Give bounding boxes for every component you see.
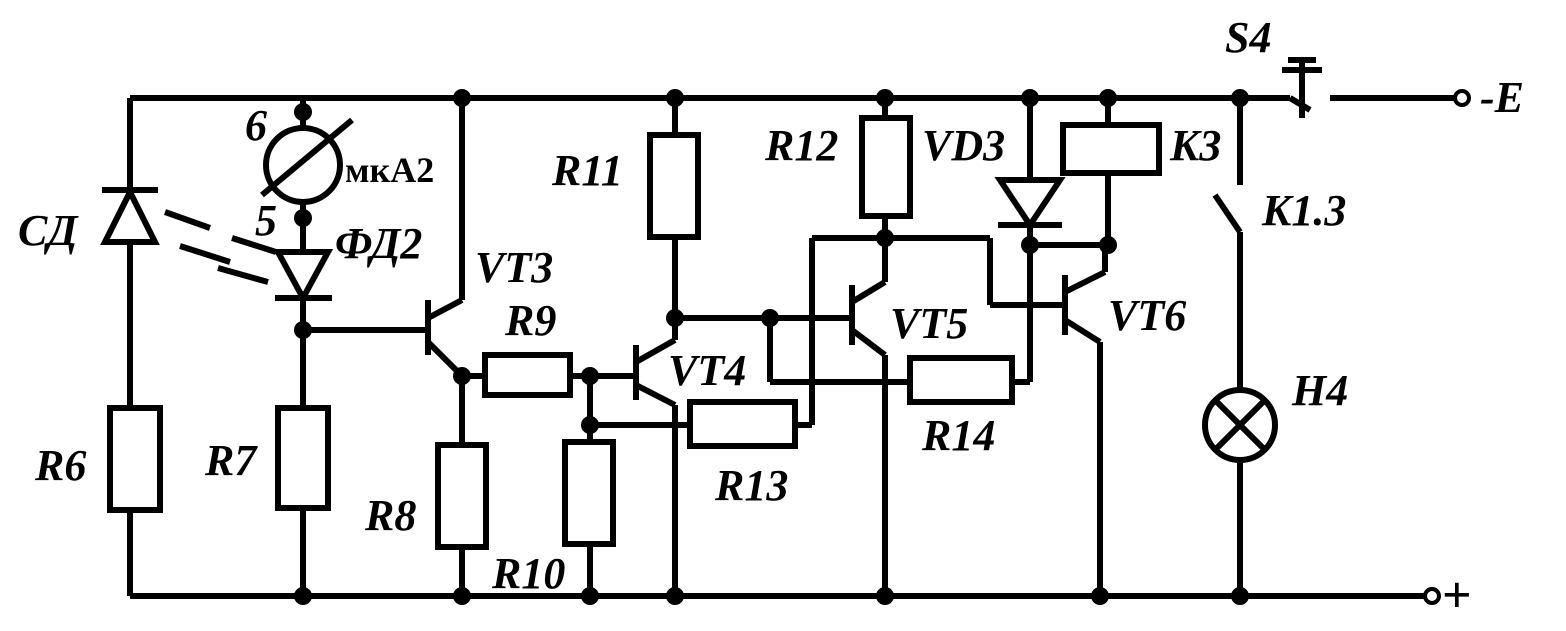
switch-s4 (1282, 57, 1455, 118)
photodiode-fd2 (217, 235, 334, 305)
label-sd: СД (18, 206, 79, 255)
label-k13: K1.3 (1261, 186, 1346, 235)
resistor-r8 (435, 442, 489, 550)
label-r6: R6 (34, 441, 86, 490)
label-r9: R9 (504, 296, 556, 345)
microammeter-mka2 (260, 117, 354, 205)
resistor-r9 (482, 352, 573, 398)
lamp-h4 (1202, 387, 1278, 463)
resistor-r7 (275, 405, 331, 511)
resistor-r13 (687, 399, 798, 449)
label-h4: H4 (1291, 366, 1348, 415)
label-pin6: 6 (245, 101, 267, 150)
label-s4: S4 (1225, 13, 1271, 62)
label-vt6: VT6 (1108, 291, 1186, 340)
resistor-r6 (107, 405, 163, 513)
resistor-r10 (562, 439, 616, 547)
label-vt3: VT3 (475, 243, 553, 292)
resistor-r12 (859, 115, 913, 219)
label-r12: R12 (764, 121, 838, 170)
transistor-vt5 (849, 215, 888, 596)
led-sd (100, 185, 231, 265)
label-pin5: 5 (255, 196, 277, 245)
terminal-plus (1423, 587, 1441, 605)
label-r10: R10 (491, 549, 565, 598)
label-r11: R11 (551, 146, 623, 195)
label-vd3: VD3 (922, 121, 1005, 170)
terminal-neg-e (1453, 89, 1471, 107)
resistor-r14 (907, 355, 1015, 405)
label-vt5: VT5 (890, 299, 968, 348)
label-fd2: ФД2 (335, 219, 422, 268)
label-neg-e: -E (1480, 73, 1524, 122)
label-r13: R13 (714, 461, 788, 510)
diode-vd3 (994, 177, 1066, 231)
label-r8: R8 (364, 491, 416, 540)
resistor-r11 (647, 132, 701, 240)
label-k3: K3 (1169, 121, 1221, 170)
label-r14: R14 (921, 411, 995, 460)
label-plus: + (1442, 567, 1472, 624)
label-vt4: VT4 (668, 346, 746, 395)
label-r7: R7 (204, 436, 258, 485)
junctions (294, 89, 1249, 605)
relay-k3 (1060, 122, 1162, 176)
label-mka2: мкА2 (345, 150, 434, 190)
transistor-vt3 (425, 98, 465, 379)
transistor-vt6 (1062, 245, 1108, 596)
contact-k13 (1212, 193, 1243, 234)
